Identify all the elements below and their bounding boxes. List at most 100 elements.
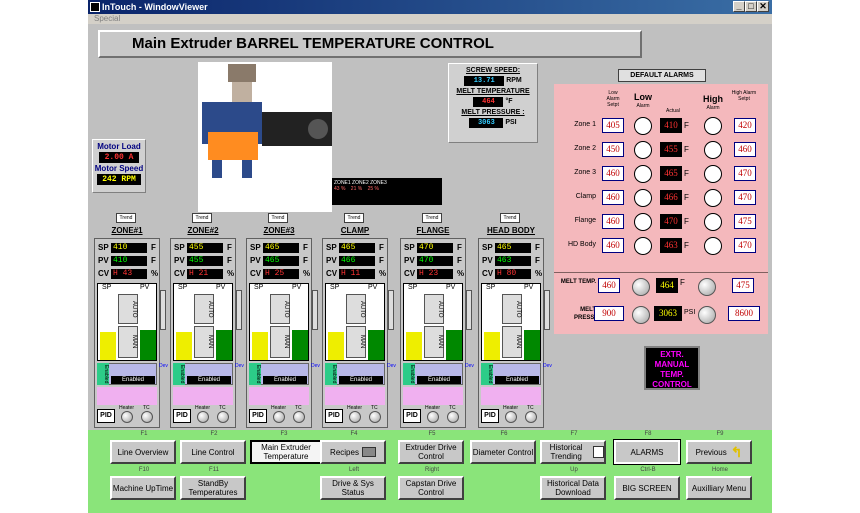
nav-button[interactable]: Recipes	[320, 440, 386, 464]
zone-sp-value[interactable]: 465	[339, 243, 375, 253]
minimize-button[interactable]: _	[733, 1, 745, 12]
heater-label: Heater	[271, 405, 287, 411]
nav-button[interactable]: Historical Trending	[540, 440, 606, 464]
nav-button-label: Historical Trending	[549, 443, 583, 461]
auto-button[interactable]: AUTO	[270, 294, 290, 324]
melt-press-actual: 3063	[654, 306, 682, 321]
nav-button[interactable]: Machine UpTime	[110, 476, 176, 500]
manual-temp-control-button[interactable]: EXTR. MANUAL TEMP. CONTROL	[644, 346, 700, 390]
high-alarm-setpoint[interactable]: 470	[734, 190, 756, 205]
bar-pv-label: PV	[368, 284, 378, 291]
nav-button[interactable]: BIG SCREEN	[614, 476, 680, 500]
zone-pv-value: 465	[263, 256, 299, 266]
auto-button[interactable]: AUTO	[118, 294, 138, 324]
pid-button[interactable]: PID	[173, 409, 191, 423]
enabled-toggle[interactable]: Enabled	[325, 363, 337, 385]
zone-cv-unit: %	[227, 269, 235, 278]
enabled-status: Enabled	[111, 376, 155, 384]
zone-sp-value[interactable]: 465	[495, 243, 531, 253]
high-alarm-lamp	[704, 141, 722, 159]
trend-button[interactable]: Trend	[192, 213, 212, 223]
output-slider[interactable]	[160, 290, 166, 330]
melt-temp-value: 464	[473, 97, 504, 107]
enabled-toggle[interactable]: Enabled	[97, 363, 109, 385]
page-title: Main Extruder BARREL TEMPERATURE CONTROL	[98, 30, 642, 58]
trend-button[interactable]: Trend	[344, 213, 364, 223]
pid-button[interactable]: PID	[481, 409, 499, 423]
zone-sp-value[interactable]: 470	[417, 243, 453, 253]
sp-bar	[328, 332, 344, 360]
zone-sp-value[interactable]: 410	[111, 243, 147, 253]
man-button[interactable]: MAN	[346, 326, 366, 358]
zone-label: ZONE#2	[187, 226, 219, 235]
default-alarms-button[interactable]: DEFAULT ALARMS	[618, 69, 706, 82]
low-alarm-setpoint[interactable]: 460	[602, 238, 624, 253]
nav-button[interactable]: Line Overview	[110, 440, 176, 464]
melt-temp-label: MELT TEMPERATURE	[456, 88, 530, 95]
nav-button[interactable]: Extruder Drive Control	[398, 440, 464, 464]
trend-button[interactable]: Trend	[422, 213, 442, 223]
nav-button[interactable]: Drive & Sys Status	[320, 476, 386, 500]
enabled-toggle[interactable]: Enabled	[481, 363, 493, 385]
pid-button[interactable]: PID	[325, 409, 343, 423]
man-button[interactable]: MAN	[502, 326, 522, 358]
menu-special[interactable]: Special	[94, 14, 121, 23]
melt-temp-high-setpt[interactable]: 475	[732, 278, 754, 293]
auto-button[interactable]: AUTO	[424, 294, 444, 324]
zone-sp-value[interactable]: 465	[263, 243, 299, 253]
high-alarm-setpoint[interactable]: 420	[734, 118, 756, 133]
enabled-toggle[interactable]: Enabled	[173, 363, 185, 385]
low-alarm-setpoint[interactable]: 460	[602, 166, 624, 181]
nav-button[interactable]: ALARMS	[613, 439, 681, 465]
trend-button[interactable]: Trend	[116, 213, 136, 223]
man-button[interactable]: MAN	[270, 326, 290, 358]
enabled-toggle[interactable]: Enabled	[403, 363, 415, 385]
pid-button[interactable]: PID	[249, 409, 267, 423]
pid-button[interactable]: PID	[403, 409, 421, 423]
function-key-label: F2	[210, 431, 218, 437]
pid-button[interactable]: PID	[97, 409, 115, 423]
auto-button[interactable]: AUTO	[194, 294, 214, 324]
output-slider[interactable]	[312, 290, 318, 330]
low-alarm-setpoint[interactable]: 460	[602, 190, 624, 205]
low-alarm-setpoint[interactable]: 460	[602, 214, 624, 229]
maximize-button[interactable]: □	[745, 1, 757, 12]
enabled-toggle[interactable]: Enabled	[249, 363, 261, 385]
output-slider[interactable]	[544, 290, 550, 330]
melt-temp-low-setpt[interactable]: 460	[598, 278, 620, 293]
close-button[interactable]: ✕	[757, 1, 769, 12]
man-button[interactable]: MAN	[424, 326, 444, 358]
man-button[interactable]: MAN	[118, 326, 138, 358]
trend-button[interactable]: Trend	[268, 213, 288, 223]
nav-button[interactable]: Auxilliary Menu	[686, 476, 752, 500]
output-slider[interactable]	[466, 290, 472, 330]
nav-button[interactable]: Capstan Drive Control	[398, 476, 464, 500]
nav-button[interactable]: Line Control	[180, 440, 246, 464]
actual-temp: 466	[660, 190, 682, 205]
output-slider[interactable]	[388, 290, 394, 330]
melt-press-low-setpt[interactable]: 900	[594, 306, 624, 321]
high-alarm-setpoint[interactable]: 460	[734, 142, 756, 157]
zone-sp-value[interactable]: 455	[187, 243, 223, 253]
high-alarm-setpoint[interactable]: 475	[734, 214, 756, 229]
auto-button[interactable]: AUTO	[502, 294, 522, 324]
auto-button[interactable]: AUTO	[346, 294, 366, 324]
heater-lamp	[121, 411, 133, 423]
nav-button[interactable]: Historical Data Download	[540, 476, 606, 500]
nav-button[interactable]: Diameter Control	[470, 440, 536, 464]
low-alarm-setpoint[interactable]: 405	[602, 118, 624, 133]
output-slider[interactable]	[236, 290, 242, 330]
nav-button-label: Diameter Control	[472, 447, 534, 457]
heater-lamp	[505, 411, 517, 423]
low-alarm-setpoint[interactable]: 450	[602, 142, 624, 157]
high-alarm-setpoint[interactable]: 470	[734, 238, 756, 253]
melt-press-high-setpt[interactable]: 8600	[728, 306, 760, 321]
nav-button[interactable]: Previous↰	[686, 440, 752, 464]
high-alarm-setpoint[interactable]: 470	[734, 166, 756, 181]
zone2-output: 21 %	[350, 186, 363, 192]
trend-button[interactable]: Trend	[500, 213, 520, 223]
nav-button[interactable]: StandBy Temperatures	[180, 476, 246, 500]
nav-button[interactable]: Main Extruder Temperature	[250, 440, 322, 464]
man-button[interactable]: MAN	[194, 326, 214, 358]
